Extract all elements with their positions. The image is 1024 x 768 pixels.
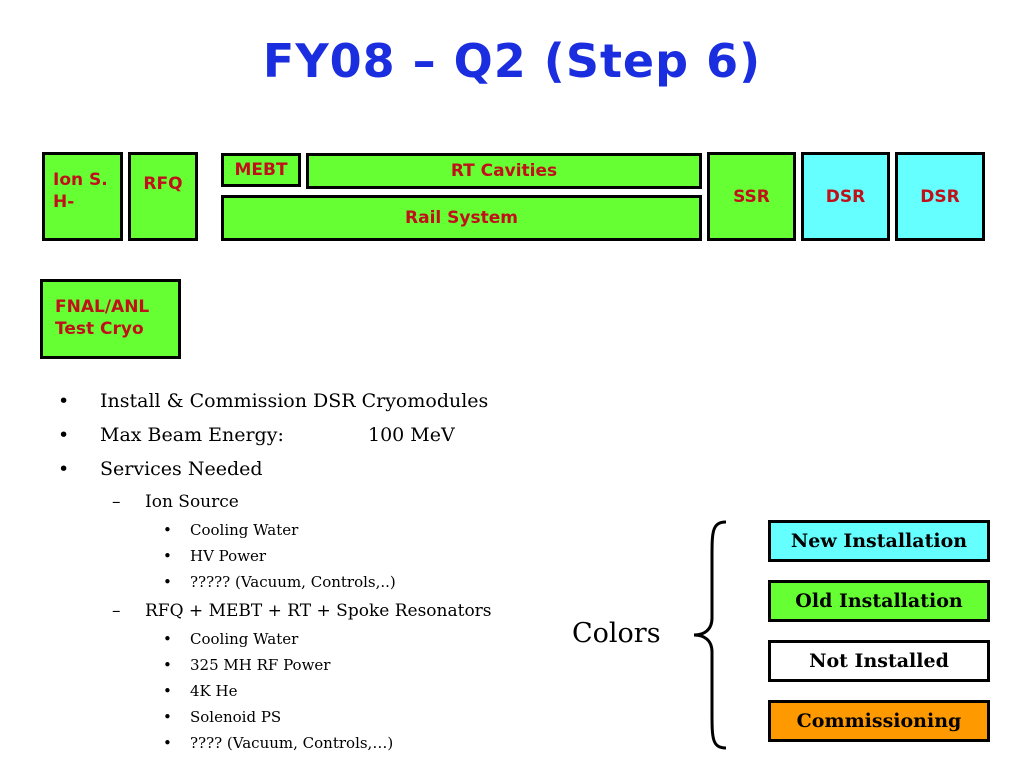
ion-item: •????? (Vacuum, Controls,..) (163, 573, 396, 591)
mebt-label: MEBT (234, 160, 288, 180)
bullet-icon: • (163, 521, 172, 539)
bullet-icon: • (163, 656, 172, 674)
bullet-max-beam: •Max Beam Energy:100 MeV (58, 424, 455, 446)
bullet-icon: • (163, 734, 172, 752)
bullet-icon: • (58, 458, 70, 480)
test-cryo-box: FNAL/ANL Test Cryo (40, 279, 181, 359)
ssr-box: SSR (707, 152, 796, 241)
bullet-icon: • (163, 708, 172, 726)
rfq-item: •Cooling Water (163, 630, 299, 648)
dsr-box-2: DSR (895, 152, 985, 241)
rfq-label: RFQ (143, 174, 183, 194)
sub-ion-source: –Ion Source (112, 492, 239, 512)
legend-label: Colors (572, 618, 661, 649)
rfq-item: •???? (Vacuum, Controls,…) (163, 734, 394, 752)
bullet-icon: • (58, 390, 70, 412)
bullet-install: •Install & Commission DSR Cryomodules (58, 390, 489, 412)
legend-not-installed: Not Installed (768, 640, 990, 682)
dsr-label-2: DSR (920, 186, 960, 207)
rfq-item: •325 MH RF Power (163, 656, 331, 674)
test-cryo-line1: FNAL/ANL (55, 297, 150, 317)
sub-rfq-group: –RFQ + MEBT + RT + Spoke Resonators (112, 601, 492, 621)
legend-commissioning: Commissioning (768, 700, 990, 742)
bullet-icon: • (163, 630, 172, 648)
legend-old-installation: Old Installation (768, 580, 990, 622)
rfq-box: RFQ (128, 152, 198, 241)
ion-source-line2: H- (53, 192, 75, 212)
dsr-label-1: DSR (825, 186, 866, 207)
test-cryo-line2: Test Cryo (55, 319, 144, 339)
page-title: FY08 – Q2 (Step 6) (262, 34, 762, 88)
bullet-icon: • (163, 547, 172, 565)
bullet-services: •Services Needed (58, 458, 263, 480)
rt-cavities-label: RT Cavities (450, 161, 558, 181)
ion-item: •Cooling Water (163, 521, 299, 539)
bullet-icon: • (163, 573, 172, 591)
rt-cavities-box: RT Cavities (306, 153, 702, 189)
mebt-box: MEBT (221, 153, 301, 187)
dash-icon: – (112, 601, 121, 621)
dash-icon: – (112, 492, 121, 512)
rfq-item: •4K He (163, 682, 238, 700)
legend-new-installation: New Installation (768, 520, 990, 562)
bullet-icon: • (163, 682, 172, 700)
ion-item: •HV Power (163, 547, 267, 565)
rail-system-box: Rail System (221, 195, 702, 241)
ssr-label: SSR (733, 186, 770, 207)
rail-system-label: Rail System (405, 208, 518, 228)
dsr-box-1: DSR (801, 152, 890, 241)
rfq-item: •Solenoid PS (163, 708, 282, 726)
ion-source-line1: Ion S. (53, 170, 108, 190)
ion-source-box: Ion S. H- (42, 152, 123, 241)
bullet-icon: • (58, 424, 70, 446)
curly-brace-icon (693, 520, 727, 750)
